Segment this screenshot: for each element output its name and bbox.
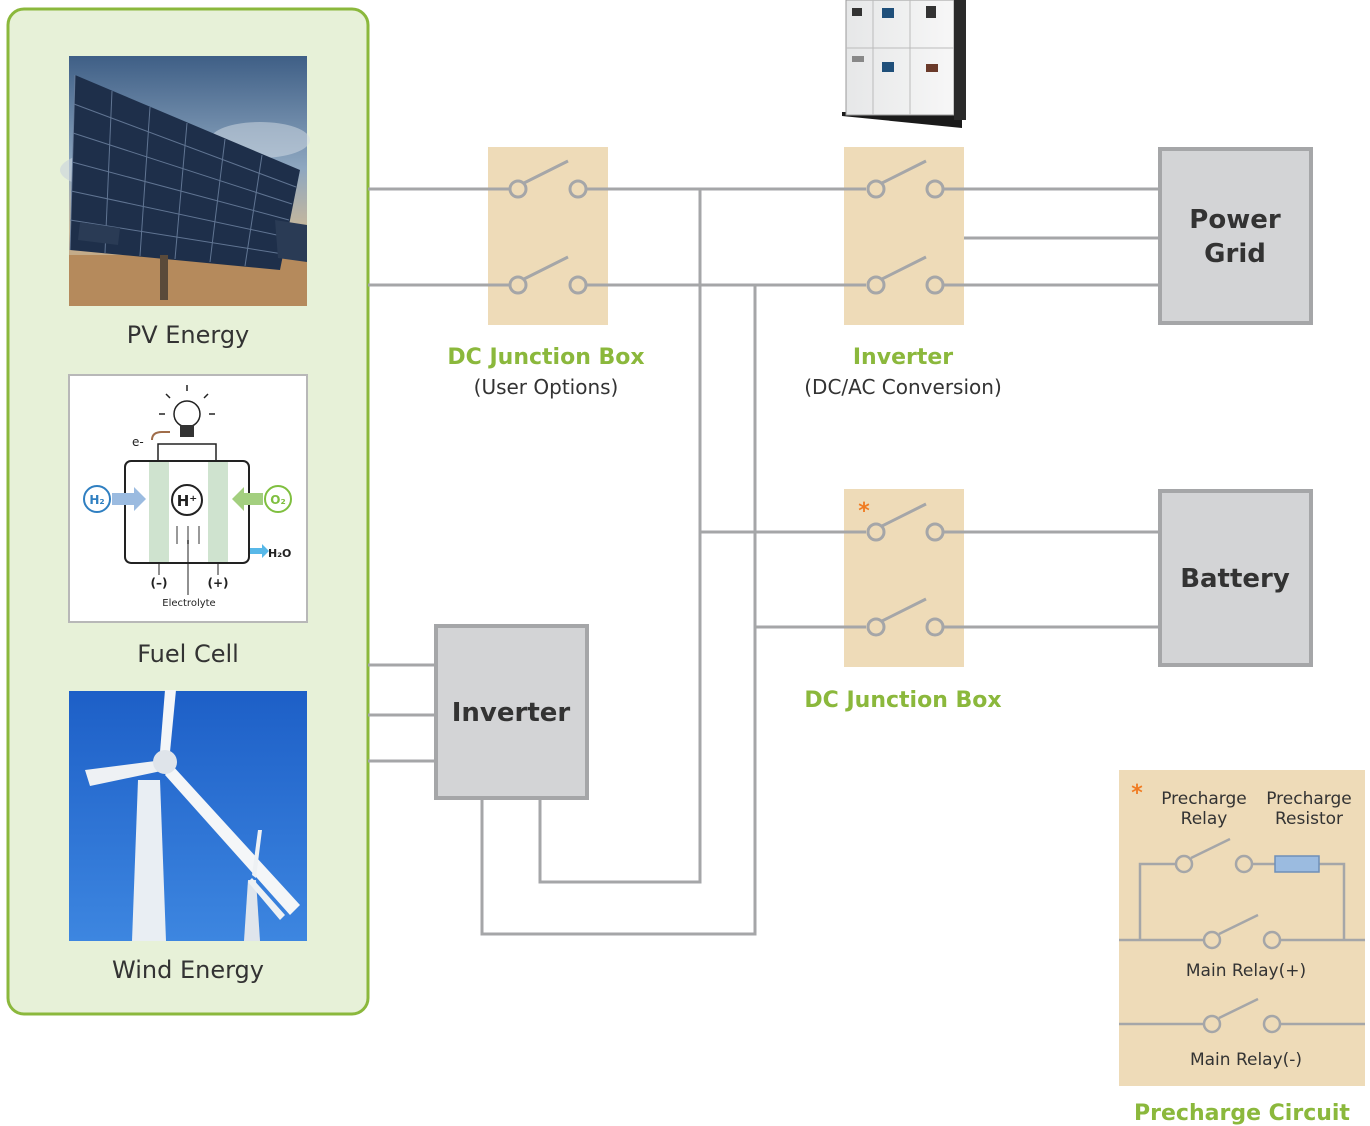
main-relay-minus-switch-icon (1202, 997, 1282, 1034)
inverter-cabinet-image (842, 0, 966, 128)
pv-energy-label: PV Energy (127, 321, 250, 349)
electron-label: e- (132, 435, 144, 449)
precharge-resistor-icon (1274, 855, 1320, 873)
minus-terminal-label: (–) (151, 576, 168, 590)
o2-label: O₂ (270, 493, 285, 507)
dc-junction-box-top-subtitle: (User Options) (474, 375, 619, 399)
dc-junction-box-bottom-marker: * (858, 499, 870, 524)
plus-terminal-label: (+) (207, 576, 228, 590)
o2-arrow-icon (232, 487, 263, 511)
main-relay-plus-switch-icon (1202, 913, 1282, 950)
inverter-top-title: Inverter (853, 345, 953, 370)
h-plus-label: H⁺ (177, 492, 197, 510)
inverter-lower-label: Inverter (452, 698, 571, 728)
power-grid-label-line1: Power (1189, 205, 1281, 235)
precharge-relay-label-line1: Precharge (1161, 789, 1247, 809)
wiring (368, 187, 1160, 936)
h2o-label: H₂O (268, 547, 291, 560)
main-relay-plus-label: Main Relay(+) (1186, 961, 1306, 981)
fuel-cell-image: e- H⁺ H₂ O₂ H₂O (–) (+) Electrolyte (68, 374, 308, 623)
electrolyte-label: Electrolyte (162, 598, 215, 609)
dc-junction-box-bottom-title: DC Junction Box (804, 688, 1001, 713)
inverter-top (842, 147, 966, 325)
precharge-circuit-panel (1119, 770, 1365, 1086)
power-grid-box (1158, 147, 1313, 325)
dc-junction-box-top (486, 147, 610, 325)
h2-label: H₂ (89, 493, 104, 507)
precharge-circuit-title: Precharge Circuit (1134, 1101, 1350, 1126)
main-relay-minus-label: Main Relay(-) (1190, 1050, 1302, 1070)
fuel-cell-label: Fuel Cell (137, 640, 239, 668)
switch-icon (842, 597, 966, 637)
inverter-top-subtitle: (DC/AC Conversion) (804, 375, 1002, 399)
dc-junction-box-top-title: DC Junction Box (447, 345, 644, 370)
precharge-resistor-label-line1: Precharge (1266, 789, 1352, 809)
switch-icon (486, 159, 610, 199)
power-grid-label-line2: Grid (1204, 239, 1266, 269)
switch-icon (842, 159, 966, 199)
precharge-relay-switch-icon (1174, 837, 1254, 874)
wind-energy-image (69, 690, 307, 941)
switch-icon (842, 255, 966, 295)
h2-arrow-icon (112, 487, 146, 511)
wind-energy-label: Wind Energy (112, 956, 264, 984)
h2o-arrow-icon (250, 544, 269, 558)
switch-icon (842, 502, 966, 542)
inverter-lower-box (434, 624, 589, 800)
switch-icon (486, 255, 610, 295)
precharge-relay-label-line2: Relay (1181, 809, 1228, 829)
battery-label: Battery (1180, 564, 1290, 594)
precharge-marker: * (1131, 781, 1143, 806)
battery-box (1158, 489, 1313, 667)
pv-energy-image (60, 56, 310, 306)
dc-junction-box-bottom (842, 489, 966, 667)
precharge-resistor-label-line2: Resistor (1275, 809, 1343, 829)
light-bulb-icon (159, 385, 215, 437)
